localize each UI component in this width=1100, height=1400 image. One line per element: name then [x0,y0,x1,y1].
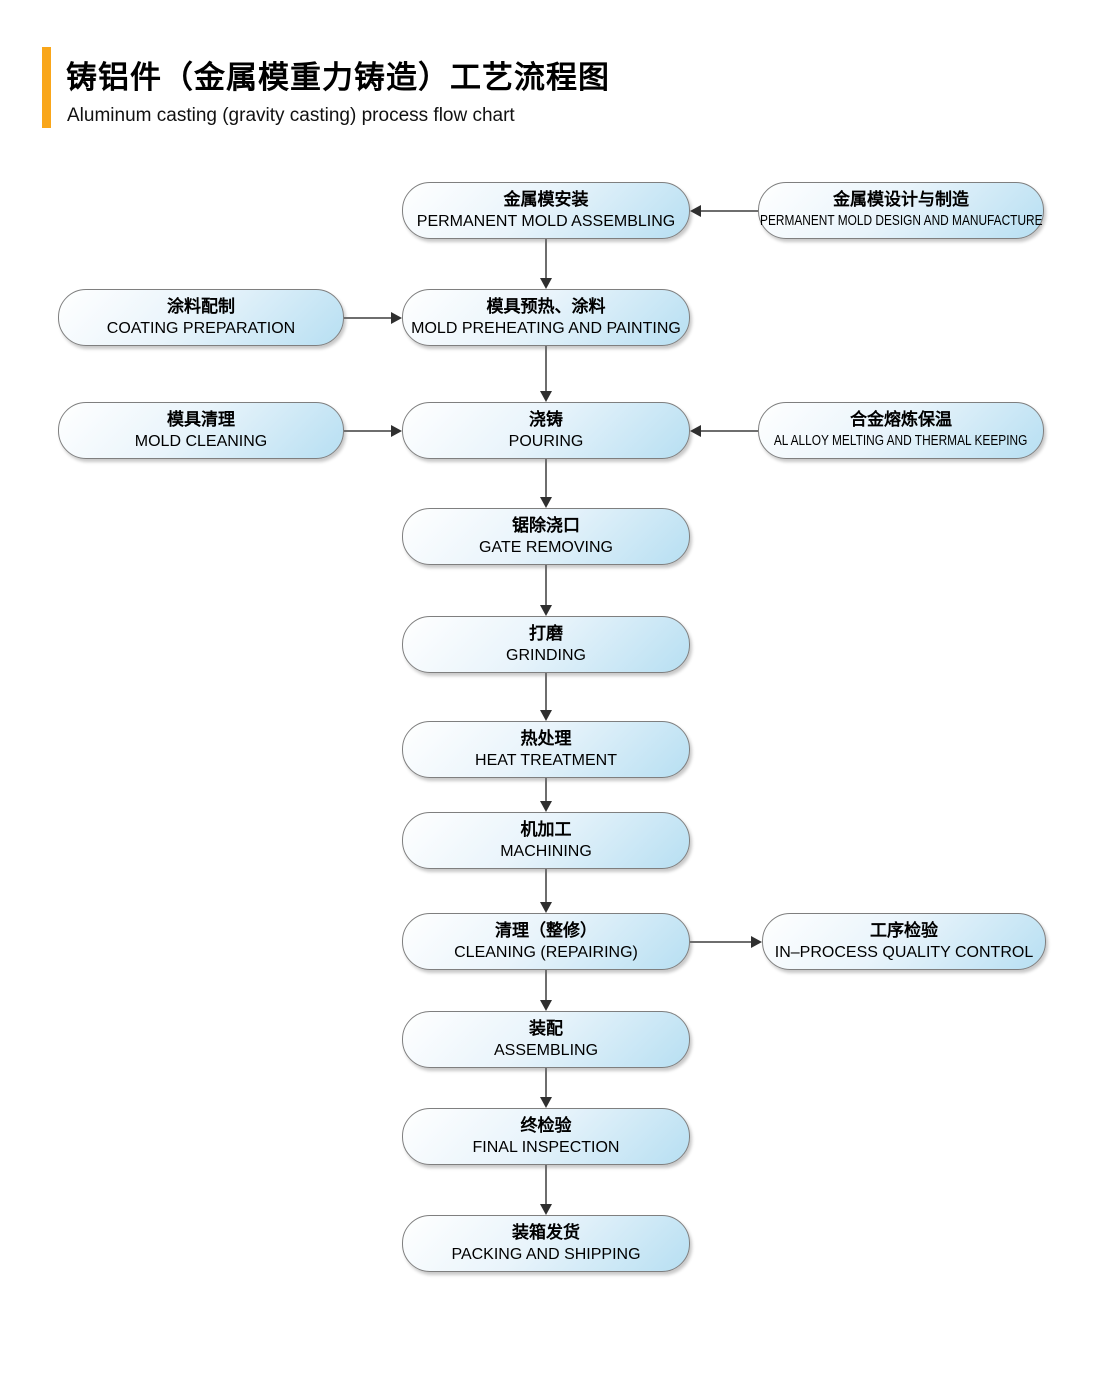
node-label-en: CLEANING (REPAIRING) [454,944,638,961]
flow-node-cleaning-repairing: 清理（整修） CLEANING (REPAIRING) [402,913,690,970]
flow-node-mold-preheating-painting: 模具预热、涂料 MOLD PREHEATING AND PAINTING [402,289,690,346]
flow-arrow-al-alloy-melting-to-pouring [699,429,758,432]
flow-arrow-cleaning-repairing-to-in-process-qc-head [751,935,762,948]
node-label-en: ASSEMBLING [493,1042,599,1059]
flow-arrow-mold-cleaning-to-pouring-head [391,424,402,437]
node-label-en: POURING [508,433,584,450]
node-label-en: FINAL INSPECTION [472,1139,620,1156]
flow-arrow-final-inspection-to-packing-shipping [545,1165,547,1206]
flow-arrow-mold-preheating-painting-to-pouring-head [540,391,552,402]
flow-arrow-pouring-to-gate-removing [545,459,547,499]
node-label-en: MOLD PREHEATING AND PAINTING [411,320,681,337]
node-label-cn: 金属模安装 [503,190,589,209]
node-label-cn: 锯除浇口 [512,516,580,535]
flow-arrow-coating-preparation-to-mold-preheating-painting-head [391,311,402,324]
node-label-en: GATE REMOVING [479,539,613,556]
node-label-en: COATING PREPARATION [106,320,296,337]
node-label-cn: 浇铸 [529,410,563,429]
flow-node-final-inspection: 终检验 FINAL INSPECTION [402,1108,690,1165]
flow-arrow-final-inspection-to-packing-shipping-head [540,1204,552,1215]
flow-arrow-cleaning-repairing-to-assembling-head [540,1000,552,1011]
page-subtitle: Aluminum casting (gravity casting) proce… [67,105,515,126]
node-label-cn: 涂料配制 [167,297,235,316]
node-label-en: IN–PROCESS QUALITY CONTROL [774,944,1034,961]
node-label-cn: 模具预热、涂料 [486,297,606,316]
page-title: 铸铝件（金属模重力铸造）工艺流程图 [66,60,610,95]
flow-node-pouring: 浇铸 POURING [402,402,690,459]
flow-arrow-mold-assembling-to-mold-preheating-painting-head [540,278,552,289]
flow-arrow-mold-design-manufacture-to-mold-assembling-head [690,204,701,217]
flow-arrow-heat-treatment-to-machining-head [540,801,552,812]
flow-node-assembling: 装配 ASSEMBLING [402,1011,690,1068]
node-label-en: AL ALLOY MELTING AND THERMAL KEEPING [774,433,1028,449]
node-label-cn: 热处理 [520,729,572,748]
flow-arrow-machining-to-cleaning-repairing [545,869,547,904]
flow-arrow-grinding-to-heat-treatment [545,673,547,712]
node-label-cn: 装箱发货 [512,1223,580,1242]
node-label-en: MOLD CLEANING [134,433,268,450]
node-label-en: MACHINING [500,843,592,860]
flow-arrow-assembling-to-final-inspection [545,1068,547,1099]
flow-node-grinding: 打磨 GRINDING [402,616,690,673]
flow-node-in-process-qc: 工序检验 IN–PROCESS QUALITY CONTROL [762,913,1046,970]
flow-arrow-mold-preheating-painting-to-pouring [545,346,547,393]
flow-arrow-mold-assembling-to-mold-preheating-painting [545,239,547,280]
flow-arrow-mold-cleaning-to-pouring [344,429,393,432]
node-label-cn: 终检验 [520,1116,572,1135]
flow-arrow-gate-removing-to-grinding-head [540,605,552,616]
flow-arrow-grinding-to-heat-treatment-head [540,710,552,721]
node-label-en: PERMANENT MOLD DESIGN AND MANUFACTURE [759,213,1043,229]
node-label-cn: 金属模设计与制造 [833,190,969,209]
node-label-cn: 合金熔炼保温 [850,410,952,429]
node-label-cn: 清理（整修） [495,921,597,940]
flow-node-al-alloy-melting: 合金熔炼保温 AL ALLOY MELTING AND THERMAL KEEPI… [758,402,1044,459]
flow-arrow-coating-preparation-to-mold-preheating-painting [344,316,393,319]
flow-node-packing-shipping: 装箱发货 PACKING AND SHIPPING [402,1215,690,1272]
flow-arrow-machining-to-cleaning-repairing-head [540,902,552,913]
flow-node-mold-assembling: 金属模安装 PERMANENT MOLD ASSEMBLING [402,182,690,239]
flow-node-machining: 机加工 MACHINING [402,812,690,869]
flow-arrow-gate-removing-to-grinding [545,565,547,607]
node-label-en: HEAT TREATMENT [475,752,617,769]
flow-node-coating-preparation: 涂料配制 COATING PREPARATION [58,289,344,346]
flow-arrow-heat-treatment-to-machining [545,778,547,803]
flow-arrow-al-alloy-melting-to-pouring-head [690,424,701,437]
flow-arrow-cleaning-repairing-to-in-process-qc [690,940,753,943]
flow-node-mold-cleaning: 模具清理 MOLD CLEANING [58,402,344,459]
node-label-cn: 装配 [529,1019,563,1038]
flow-node-mold-design-manufacture: 金属模设计与制造 PERMANENT MOLD DESIGN AND MANUFA… [758,182,1044,239]
flow-arrow-mold-design-manufacture-to-mold-assembling [699,209,758,212]
node-label-cn: 机加工 [520,820,572,839]
node-label-en: PACKING AND SHIPPING [451,1246,641,1263]
node-label-cn: 打磨 [529,624,563,643]
title-accent-bar [42,47,51,128]
node-label-cn: 模具清理 [167,410,235,429]
flow-node-heat-treatment: 热处理 HEAT TREATMENT [402,721,690,778]
flow-arrow-cleaning-repairing-to-assembling [545,970,547,1002]
node-label-cn: 工序检验 [870,921,938,940]
flow-arrow-assembling-to-final-inspection-head [540,1097,552,1108]
flow-arrow-pouring-to-gate-removing-head [540,497,552,508]
flow-node-gate-removing: 锯除浇口 GATE REMOVING [402,508,690,565]
node-label-en: PERMANENT MOLD ASSEMBLING [416,213,676,230]
node-label-en: GRINDING [506,647,586,664]
